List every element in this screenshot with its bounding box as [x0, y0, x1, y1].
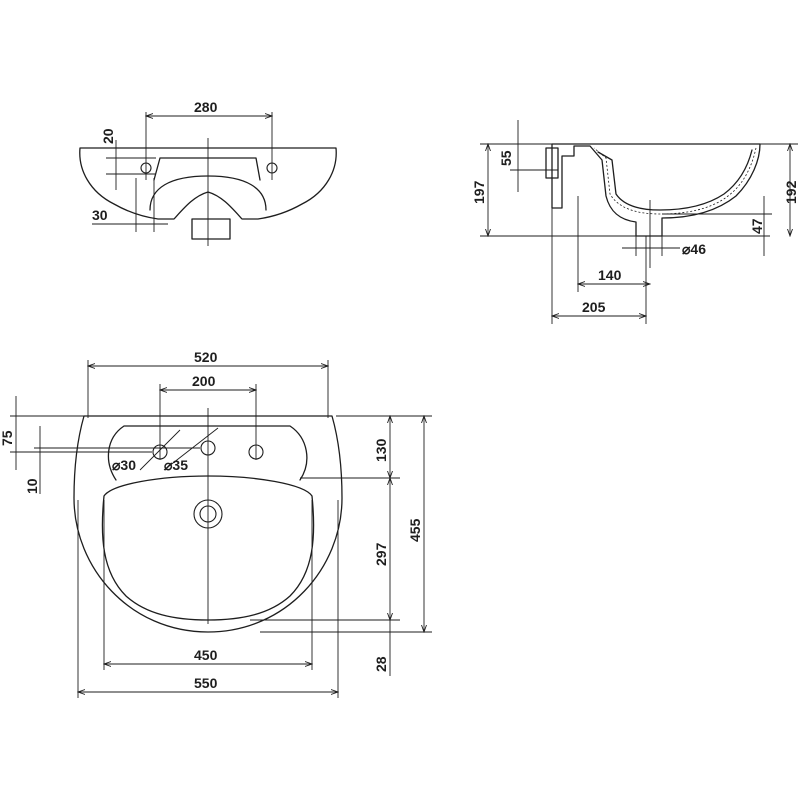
front-view-tap-deck: [153, 157, 261, 181]
dim-label-205: 205: [582, 299, 606, 315]
dim-label-30: 30: [92, 207, 108, 223]
plan-view-tap-hole-center: [200, 440, 216, 456]
leader-35: [163, 427, 219, 471]
dim-label-550: 550: [194, 675, 218, 691]
side-view-inner-shell: [597, 149, 753, 211]
dim-label-197: 197: [471, 180, 487, 204]
dim-label-28: 28: [373, 656, 389, 672]
dim-label-297: 297: [373, 542, 389, 566]
dim-label-46: ⌀46: [682, 241, 706, 257]
front-elevation-view: 280 20 30: [79, 99, 337, 246]
plan-view: 520 200 75 10 ⌀30 ⌀35 130 297 455: [0, 349, 432, 698]
dim-label-10: 10: [24, 478, 40, 494]
dim-label-450: 450: [194, 647, 218, 663]
side-view-mount-bracket: [545, 147, 559, 179]
dim-label-280: 280: [194, 99, 218, 115]
dim-label-140: 140: [598, 267, 622, 283]
dim-label-20: 20: [100, 128, 116, 144]
dim-label-diameter-35: ⌀35: [164, 457, 188, 473]
dim-label-75: 75: [0, 430, 15, 446]
front-view-waste-outlet: [191, 218, 231, 240]
dim-label-200: 200: [192, 373, 216, 389]
dim-label-diameter-30: ⌀30: [112, 457, 136, 473]
plan-view-deck-edge: [107, 425, 308, 481]
dim-label-520: 520: [194, 349, 218, 365]
side-view-outer-shell: [551, 143, 761, 237]
dim-label-47: 47: [749, 218, 765, 234]
dim-label-192: 192: [783, 180, 799, 204]
side-section-view: 55 197 192 47 ⌀46 140 205: [471, 120, 799, 324]
plan-view-outer-outline: [73, 415, 343, 633]
dim-label-455: 455: [407, 518, 423, 542]
leader-30: [139, 429, 181, 471]
side-view-section-hatch: [593, 147, 757, 215]
dim-label-55: 55: [498, 150, 514, 166]
dim-label-130: 130: [373, 438, 389, 462]
